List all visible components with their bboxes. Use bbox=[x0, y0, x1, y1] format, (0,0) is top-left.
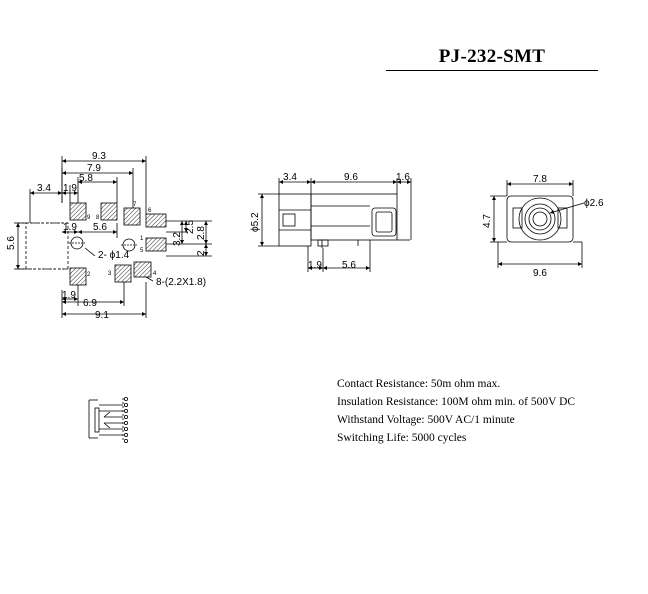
dim-side-rear: 1.6 bbox=[396, 172, 410, 183]
pad-5 bbox=[145, 237, 167, 252]
dim-overall-bottom: 9.1 bbox=[95, 310, 109, 321]
part-number-title: PJ-232-SMT bbox=[386, 46, 598, 71]
dim-left-c: 1.9 bbox=[63, 222, 77, 233]
pad-6 bbox=[145, 213, 167, 228]
dim-side-dia: ϕ5.2 bbox=[250, 212, 261, 232]
schematic-symbol bbox=[88, 396, 129, 443]
dim-front-hole: ϕ2.6 bbox=[584, 198, 604, 209]
dim-front-height: 4.7 bbox=[482, 214, 493, 228]
callout-pads: 8-(2.2X1.8) bbox=[156, 277, 206, 288]
pin-number: 7 bbox=[133, 202, 137, 208]
spec-switching-life: Switching Life: 5000 cycles bbox=[337, 432, 467, 444]
pad-8 bbox=[100, 202, 118, 221]
pad-9 bbox=[69, 202, 87, 221]
spec-contact-resistance: Contact Resistance: 50m ohm max. bbox=[337, 378, 501, 390]
pin-number: 4 bbox=[153, 271, 157, 277]
body bbox=[310, 193, 398, 241]
dim-left-a: 3.4 bbox=[37, 183, 51, 194]
dim-mid-pitch: 5.6 bbox=[93, 222, 107, 233]
dim-right-a: 3.2 bbox=[172, 232, 183, 246]
pin-number: 2 bbox=[87, 272, 91, 278]
dim-front-bottom: 9.6 bbox=[533, 268, 547, 279]
dim-side-front: 3.4 bbox=[283, 172, 297, 183]
pad-7 bbox=[123, 207, 141, 226]
side-view bbox=[258, 178, 412, 272]
spec-withstand-voltage: Withstand Voltage: 500V AC/1 minute bbox=[337, 414, 515, 426]
dim-side-pin-b: 5.6 bbox=[342, 260, 356, 271]
front-body bbox=[506, 195, 574, 243]
dim-left-b: 1.9 bbox=[63, 183, 77, 194]
dim-right-c: 2.8 bbox=[196, 226, 207, 240]
dim-right-b: 2.5 bbox=[185, 220, 196, 234]
pin-number: 1 bbox=[140, 236, 144, 242]
footprint-view bbox=[14, 156, 212, 318]
spec-insulation-resistance: Insulation Resistance: 100M ohm min. of … bbox=[337, 396, 576, 408]
pin-number: 9 bbox=[87, 215, 91, 221]
dim-inner-left: 5.8 bbox=[79, 173, 93, 184]
pad-4 bbox=[133, 261, 152, 278]
dim-side-pin-a: 1.9 bbox=[308, 260, 322, 271]
pad-3 bbox=[114, 264, 132, 283]
dim-overall-top: 9.3 bbox=[92, 151, 106, 162]
pin-number: 8 bbox=[96, 215, 100, 221]
body-outline bbox=[25, 222, 69, 270]
dim-lower-left: 1.9 bbox=[62, 290, 76, 301]
dim-upper-mid: 7.9 bbox=[87, 163, 101, 174]
dim-right-d: 2 bbox=[196, 250, 207, 256]
callout-holes: 2- ϕ1.4 bbox=[98, 250, 130, 261]
pad-2 bbox=[69, 267, 87, 286]
pin-number: 3 bbox=[108, 271, 112, 277]
dim-side-body: 9.6 bbox=[344, 172, 358, 183]
dim-height-left: 5.6 bbox=[6, 236, 17, 250]
front-view bbox=[490, 180, 585, 268]
dim-lower-mid: 6.9 bbox=[83, 298, 97, 309]
pin-number: 6 bbox=[148, 208, 152, 214]
pin-number: 5 bbox=[140, 248, 144, 254]
specifications-list: Contact Resistance: 50m ohm max. Insulat… bbox=[337, 375, 575, 447]
dim-front-top: 7.8 bbox=[533, 174, 547, 185]
